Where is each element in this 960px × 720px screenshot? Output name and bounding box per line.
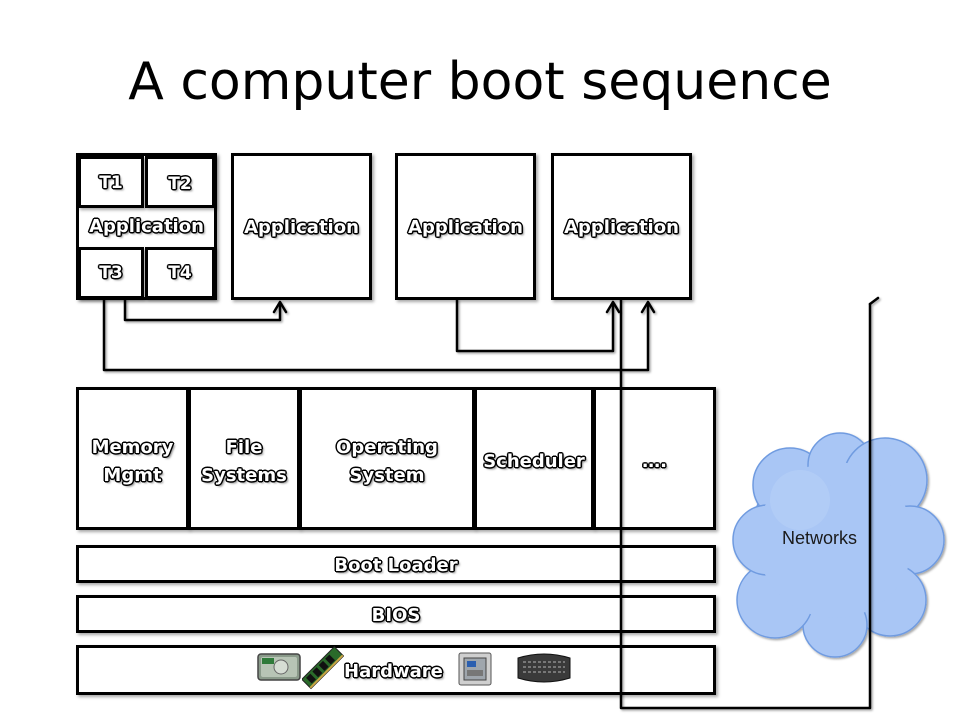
cpu-chip-icon (458, 652, 492, 686)
scheduler-box: Scheduler (474, 387, 594, 530)
thread-t2: T2 (145, 156, 215, 208)
thread-t1: T1 (78, 156, 144, 208)
application-label-4: Application (564, 217, 679, 238)
operating-system-label: Operating System (302, 434, 472, 490)
file-systems-label: File Systems (191, 434, 297, 490)
os-label-line1: Operating (336, 437, 438, 458)
more-modules-label: …. (642, 451, 667, 472)
more-modules-box: …. (593, 387, 716, 530)
application-label-3: Application (408, 217, 523, 238)
os-label-line2: System (349, 465, 425, 486)
thread-t1-label: T1 (99, 173, 123, 193)
networks-label: Networks (782, 528, 858, 548)
memory-label-line2: Mgmt (103, 465, 162, 486)
thread-t4-label: T4 (168, 263, 192, 283)
bios-layer: BIOS (76, 595, 716, 633)
application-label-2: Application (244, 217, 359, 238)
application-box-2: Application (231, 153, 372, 300)
hardware-layer: Hardware (76, 645, 716, 695)
hardware-label: Hardware (344, 661, 443, 682)
application-box-3: Application (395, 153, 536, 300)
boot-loader-layer: Boot Loader (76, 545, 716, 583)
network-cloud (732, 432, 945, 658)
file-systems-box: File Systems (188, 387, 300, 530)
memory-label-line1: Memory (91, 437, 174, 458)
operating-system-box: Operating System (299, 387, 475, 530)
page-title: A computer boot sequence (128, 52, 832, 112)
scheduler-label: Scheduler (483, 451, 585, 472)
memory-mgmt-box: Memory Mgmt (76, 387, 189, 530)
fs-label-line1: File (225, 437, 263, 458)
application-box-4: Application (551, 153, 692, 300)
hard-drive-icon (257, 653, 301, 681)
thread-t4: T4 (145, 247, 215, 299)
thread-t3-label: T3 (99, 263, 123, 283)
thread-t2-label: T2 (168, 174, 192, 194)
boot-loader-label: Boot Loader (334, 555, 458, 576)
process-app-label: Application (89, 216, 204, 237)
ram-module-icon (302, 646, 344, 690)
keyboard-icon (517, 653, 571, 683)
memory-mgmt-label: Memory Mgmt (79, 434, 186, 490)
thread-t3: T3 (78, 247, 144, 299)
fs-label-line2: Systems (201, 465, 287, 486)
bios-label: BIOS (371, 605, 421, 626)
